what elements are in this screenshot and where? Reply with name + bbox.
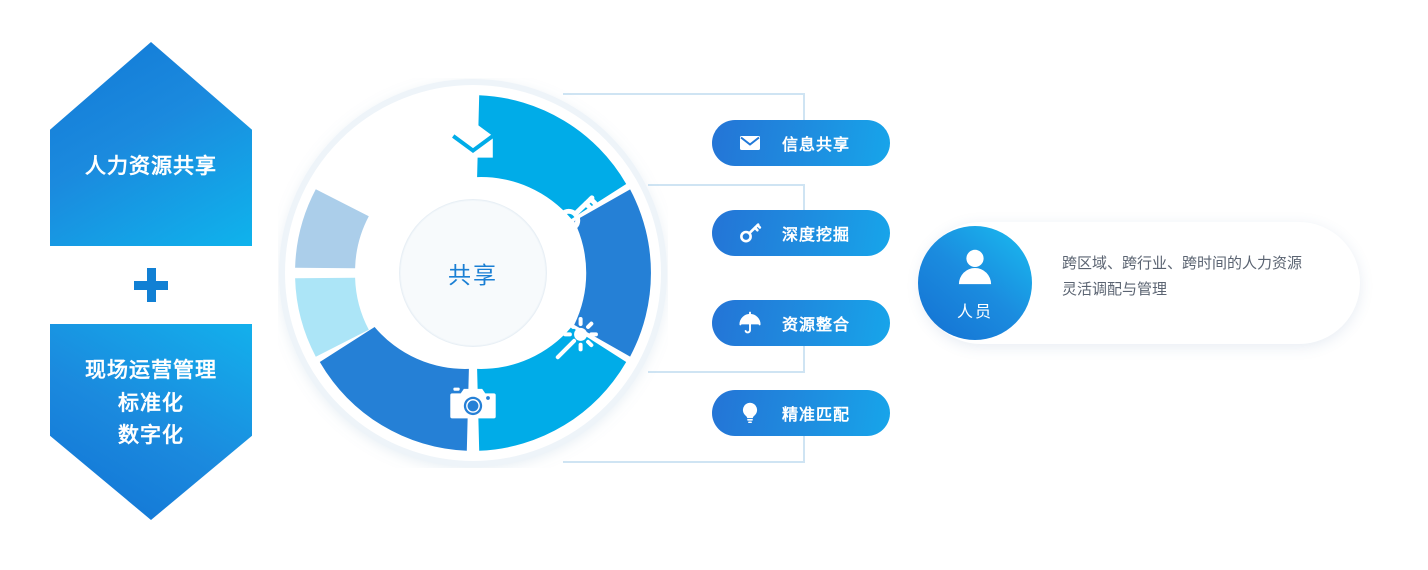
donut-segment-magic-wand[interactable] (477, 327, 627, 451)
pill-label: 资源整合 (782, 317, 851, 334)
person-badge[interactable]: 人员 (918, 226, 1032, 340)
donut-outer-ring (279, 79, 667, 467)
pill-deep-mining[interactable]: 深度挖掘 (712, 210, 890, 256)
donut-segment-pale-cyan[interactable] (295, 277, 369, 357)
donut-segment-pale-blue[interactable] (295, 189, 369, 269)
right-card-description-line-2: 灵活调配与管理 (1062, 280, 1168, 298)
connector-line-4 (563, 436, 805, 463)
pill-label: 深度挖掘 (782, 227, 851, 244)
pill-info-sharing[interactable]: 信息共享 (712, 120, 890, 166)
pentagon-down-line-2: 标准化 (118, 391, 184, 415)
pentagon-down-label: 现场运营管理 标准化 数字化 (85, 355, 217, 489)
donut-segment-camera[interactable] (319, 327, 469, 451)
plus-separator (50, 246, 252, 324)
plus-icon-vertical-bar (146, 268, 156, 302)
envelope-icon (738, 131, 762, 155)
connector-line-1 (563, 93, 805, 120)
umbrella-icon (738, 311, 762, 335)
person-icon (952, 245, 998, 296)
donut-center-fill (400, 200, 546, 346)
pill-label: 精准匹配 (782, 407, 851, 424)
pill-label: 信息共享 (782, 137, 851, 154)
donut-segment-key[interactable] (574, 189, 651, 357)
pentagon-down-line-1: 现场运营管理 (85, 359, 217, 383)
lightbulb-icon (738, 401, 762, 425)
pill-resource-integration[interactable]: 资源整合 (712, 300, 890, 346)
pentagon-up-label: 人力资源共享 (85, 154, 217, 178)
right-card-description-line-1: 跨区域、跨行业、跨时间的人力资源 (1062, 255, 1303, 272)
pill-precise-matching[interactable]: 精准匹配 (712, 390, 890, 436)
left-pentagon-group: 人力资源共享 现场运营管理 标准化 数字化 (50, 42, 252, 520)
donut-chart: 共享 (278, 78, 668, 468)
connector-line-3 (648, 346, 805, 373)
person-badge-label: 人员 (956, 303, 993, 321)
right-card-description: 跨区域、跨行业、跨时间的人力资源 灵活调配与管理 (1062, 251, 1352, 302)
key-icon (738, 221, 762, 245)
donut-segment-envelope[interactable] (477, 95, 627, 219)
connector-line-2 (648, 184, 805, 210)
pentagon-down-line-3: 数字化 (118, 424, 184, 448)
